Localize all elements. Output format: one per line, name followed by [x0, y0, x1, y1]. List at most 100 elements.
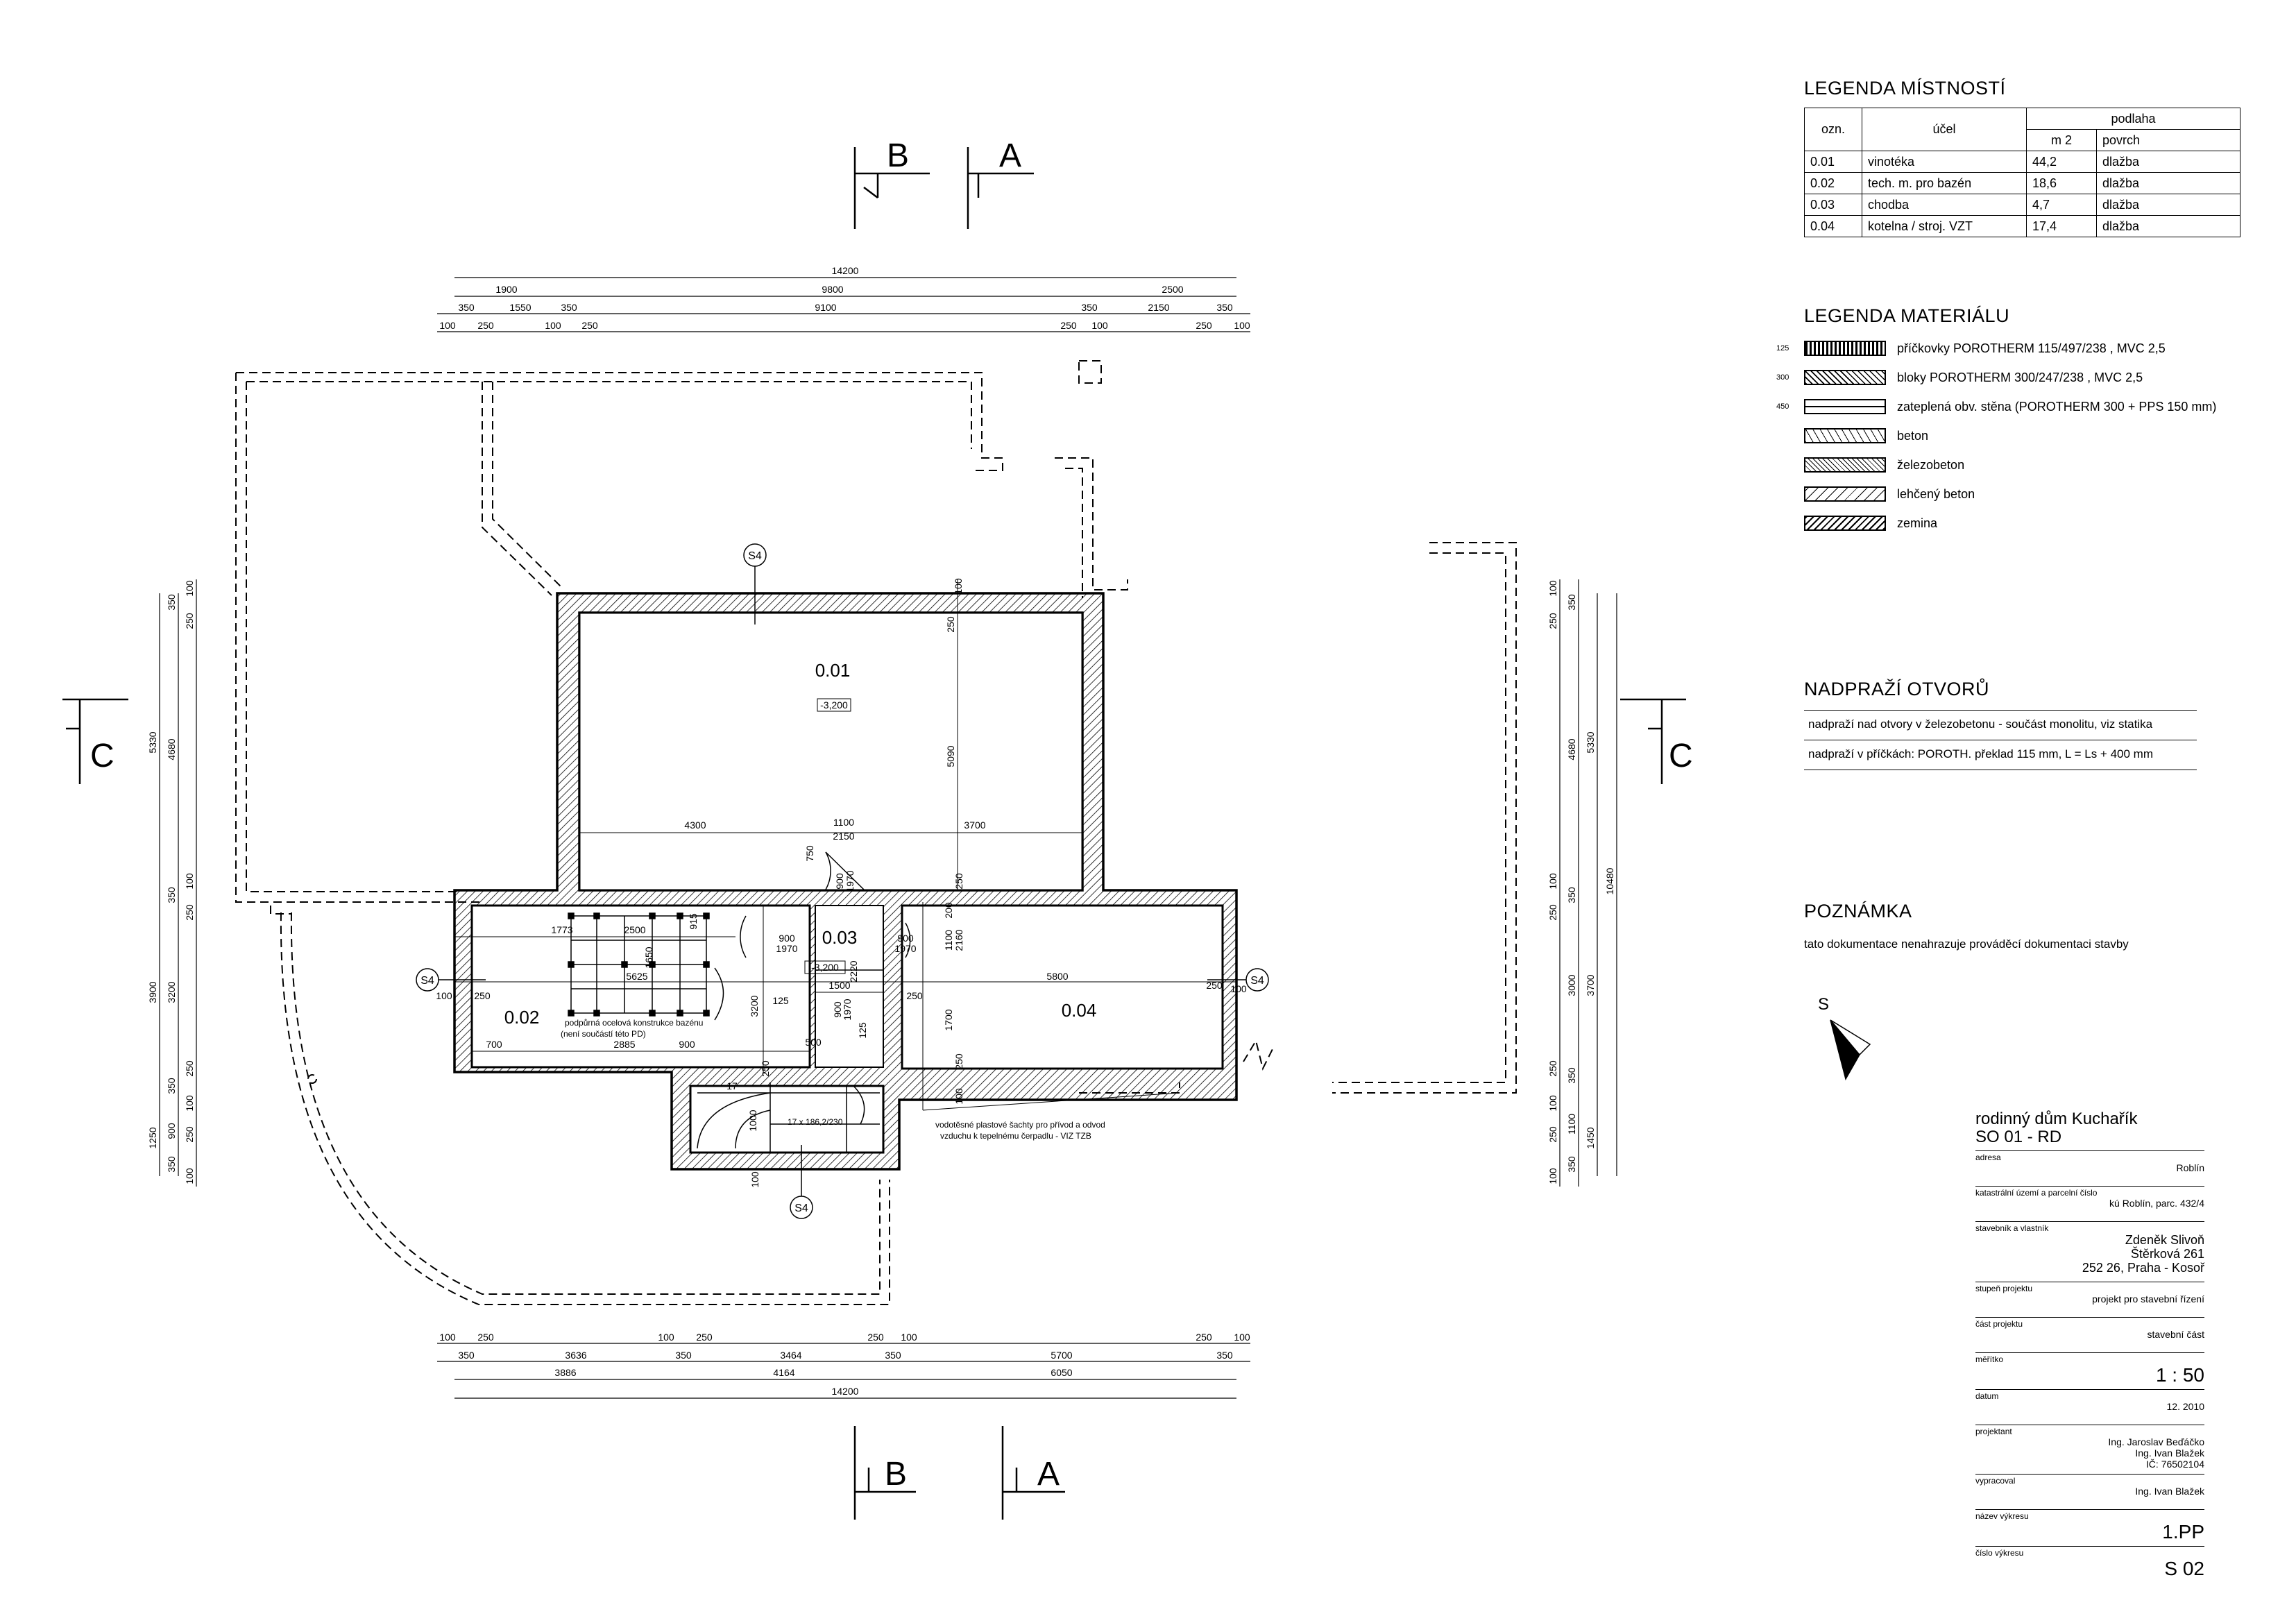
svg-text:100: 100: [749, 1171, 760, 1188]
vertical-dimension-texts: 5330 3900 1250 350 4680 350 3200 350 900…: [147, 580, 1615, 1184]
svg-text:9800: 9800: [822, 284, 843, 295]
list-item: zateplená obv. stěna (POROTHERM 300 + PP…: [1804, 392, 2216, 421]
room-number-004: 0.04: [1062, 1000, 1097, 1021]
svg-text:1970: 1970: [894, 943, 916, 954]
svg-text:350: 350: [458, 302, 475, 313]
svg-text:250: 250: [906, 990, 923, 1001]
svg-text:1000: 1000: [747, 1110, 758, 1131]
svg-text:250: 250: [1196, 1332, 1212, 1343]
section-b-top: B: [887, 137, 909, 174]
svg-text:900: 900: [779, 933, 795, 944]
svg-text:100: 100: [1547, 1168, 1558, 1184]
stair-note: 17 x 186,2/230: [788, 1117, 843, 1127]
lintel-notes: NADPRAŽÍ OTVORŮ nadpraží nad otvory v že…: [1804, 679, 2197, 770]
section-cut-symbols: [62, 147, 1686, 1520]
svg-text:4164: 4164: [773, 1367, 794, 1378]
room-level-003: -3,200: [811, 962, 839, 973]
svg-text:1100: 1100: [943, 930, 954, 951]
svg-text:125: 125: [857, 1022, 868, 1039]
svg-text:350: 350: [166, 594, 177, 611]
svg-text:250: 250: [867, 1332, 884, 1343]
svg-text:1100: 1100: [833, 817, 854, 828]
svg-text:3886: 3886: [554, 1367, 576, 1378]
svg-text:1970: 1970: [842, 999, 853, 1020]
material-legend-title: LEGENDA MATERIÁLU: [1804, 305, 2010, 326]
svg-text:4680: 4680: [166, 738, 177, 760]
svg-text:5625: 5625: [626, 971, 647, 982]
inner-dimension-lines: [454, 579, 1236, 1110]
note-text: tato dokumentace nenahrazuje prováděcí d…: [1804, 937, 2129, 951]
material-swatch: [1804, 428, 1886, 443]
svg-text:250: 250: [184, 1060, 195, 1077]
svg-text:S4: S4: [748, 550, 762, 562]
svg-text:2885: 2885: [613, 1039, 635, 1050]
svg-text:900: 900: [897, 933, 914, 944]
pool-support-structure: [568, 912, 724, 1021]
svg-text:100: 100: [953, 578, 964, 595]
svg-text:350: 350: [1566, 887, 1577, 903]
list-item: zemina: [1804, 509, 2216, 538]
svg-text:1250: 1250: [147, 1127, 158, 1148]
svg-text:700: 700: [486, 1039, 502, 1050]
list-item: bloky POROTHERM 300/247/238 , MVC 2,5: [1804, 363, 2216, 392]
dim-bottom-total: 14200: [832, 1386, 859, 1397]
svg-text:1900: 1900: [495, 284, 517, 295]
material-swatch: [1804, 457, 1886, 473]
svg-text:1450: 1450: [1585, 1127, 1596, 1148]
svg-text:100: 100: [953, 1088, 964, 1105]
svg-text:17: 17: [726, 1080, 738, 1091]
svg-text:350: 350: [1216, 1350, 1233, 1361]
shaft-note-line1: vodotěsné plastové šachty pro přívod a o…: [935, 1120, 1105, 1130]
svg-text:100: 100: [184, 1095, 195, 1112]
svg-text:1500: 1500: [828, 980, 850, 991]
svg-text:250: 250: [184, 904, 195, 921]
section-a-top: A: [999, 137, 1021, 174]
svg-text:3900: 3900: [147, 981, 158, 1003]
svg-text:4300: 4300: [684, 819, 706, 831]
room-number-001: 0.01: [815, 660, 851, 681]
svg-text:915: 915: [688, 913, 699, 930]
svg-text:250: 250: [1206, 980, 1223, 991]
svg-text:125: 125: [772, 995, 789, 1006]
svg-text:S4: S4: [794, 1203, 808, 1214]
material-swatch: [1804, 516, 1886, 531]
room-legend-title: LEGENDA MÍSTNOSTÍ: [1804, 78, 2006, 99]
list-item: lehčený beton: [1804, 479, 2216, 509]
svg-text:250: 250: [945, 616, 956, 633]
svg-text:250: 250: [474, 990, 491, 1001]
svg-text:4680: 4680: [1566, 738, 1577, 760]
svg-text:100: 100: [1091, 320, 1108, 331]
svg-text:250: 250: [953, 873, 964, 890]
svg-text:900: 900: [166, 1123, 177, 1139]
svg-text:250: 250: [1547, 613, 1558, 629]
svg-text:3464: 3464: [780, 1350, 801, 1361]
svg-text:2150: 2150: [1148, 302, 1169, 313]
list-item: příčkovky POROTHERM 115/497/238 , MVC 2,…: [1804, 334, 2216, 363]
svg-text:250: 250: [696, 1332, 713, 1343]
svg-text:100: 100: [1547, 580, 1558, 597]
section-marker-labels: S4 S4 S4 S4: [420, 550, 1264, 1214]
svg-text:2220: 2220: [848, 960, 859, 982]
svg-text:250: 250: [184, 1126, 195, 1143]
svg-text:250: 250: [184, 613, 195, 629]
svg-text:100: 100: [439, 320, 456, 331]
material-swatch: [1804, 341, 1886, 356]
svg-text:750: 750: [804, 845, 815, 862]
svg-text:1773: 1773: [551, 924, 572, 935]
basement-walls: [453, 592, 1238, 1171]
material-swatch: [1804, 370, 1886, 385]
svg-text:2150: 2150: [833, 831, 854, 842]
section-b-bottom: B: [885, 1456, 907, 1493]
svg-text:100: 100: [1547, 873, 1558, 890]
section-markers-s4: [416, 543, 1269, 1219]
svg-text:100: 100: [1234, 1332, 1250, 1343]
svg-text:900: 900: [832, 1001, 843, 1018]
pool-note-line2: (není součástí této PD): [561, 1029, 646, 1039]
